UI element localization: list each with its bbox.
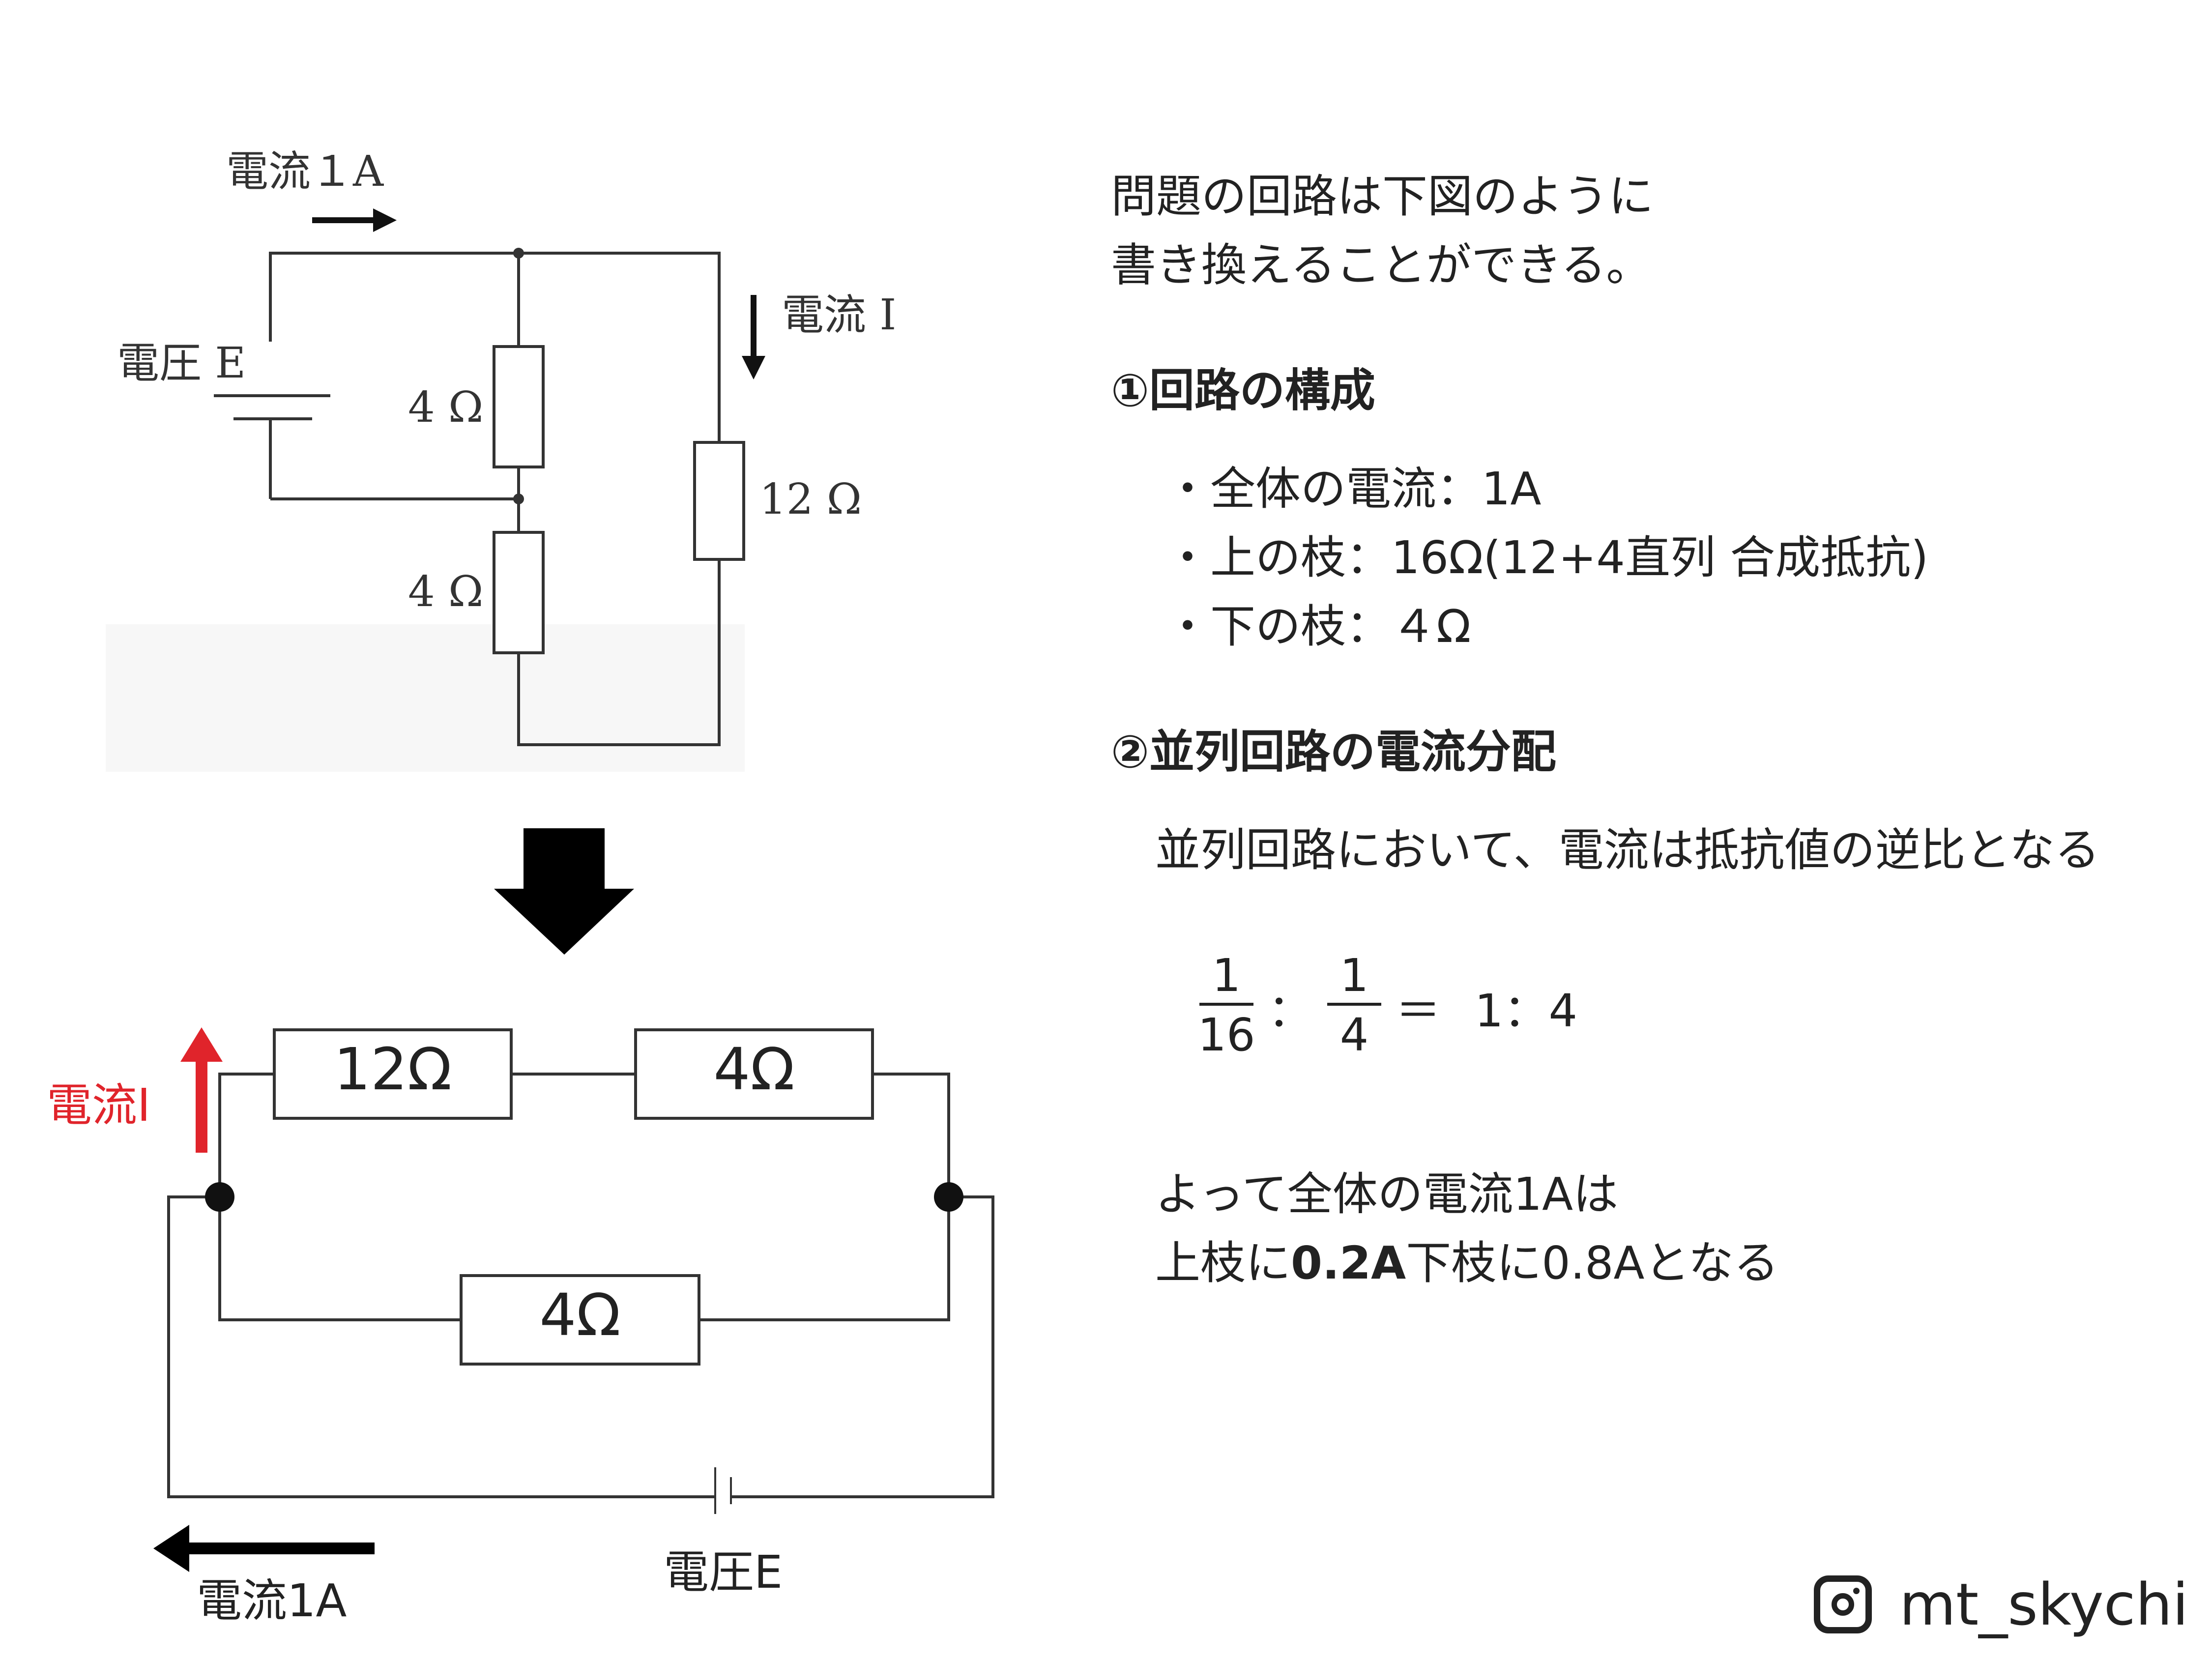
wire-lower-branch (218, 1197, 461, 1321)
original-circuit-background (106, 624, 745, 772)
label-12ohm: 12Ω (334, 1035, 452, 1103)
resistor-12ohm (693, 441, 745, 561)
bullet-list: ・全体の電流：1A ・上の枝：16Ω(12+4直列 合成抵抗) ・下の枝：４Ω (1165, 455, 2192, 661)
wire-outer-left (167, 1195, 715, 1498)
label-current-i: 電流 I (782, 291, 896, 340)
handle-text: mt_skychi (1899, 1571, 2189, 1638)
transform-down-arrow-icon (494, 828, 634, 955)
bullet-lower-branch: ・下の枝：４Ω (1165, 600, 1471, 653)
fraction-1-16: 1 16 (1197, 949, 1255, 1065)
label-current-1a-out: 電流1A (197, 1574, 347, 1627)
fraction2-numerator: 1 (1339, 949, 1369, 1002)
fraction2-bar (1327, 1003, 1381, 1006)
wire-upper-branch-left (218, 1073, 274, 1197)
explanation-panel: 問題の回路は下図のように 書き換えることができる。 ①回路の構成 ・全体の電流：… (1111, 162, 2192, 1298)
section1-title: ①回路の構成 (1111, 364, 1375, 417)
current-out-arrow-head-icon (153, 1525, 189, 1572)
junction-node-left (205, 1182, 234, 1212)
conclusion-line-2: 上枝に0.2A下枝に0.8Aとなる (1155, 1229, 2192, 1298)
fraction1-bar (1199, 1003, 1253, 1006)
instagram-icon (1814, 1575, 1872, 1633)
label-current-1a: 電流１A (226, 147, 384, 196)
ratio-equals: ＝ (1395, 984, 1441, 1037)
label-r-bottom: 4 Ω (408, 567, 483, 616)
fraction-1-4: 1 4 (1327, 949, 1381, 1065)
label-voltage-e-redrawn: 電圧E (664, 1546, 783, 1599)
ratio-colon: ： (1267, 984, 1313, 1037)
instagram-handle[interactable]: mt_skychi (1814, 1571, 2188, 1638)
wire-bottom (517, 559, 721, 746)
intro-line-2: 書き換えることができる。 (1111, 239, 1652, 291)
fraction1-numerator: 1 (1212, 949, 1241, 1002)
label-4ohm-lower: 4Ω (539, 1281, 620, 1349)
redrawn-circuit (167, 1028, 994, 1514)
resistor-4ohm-lower (493, 531, 545, 654)
wire-upper-branch-right (873, 1073, 950, 1197)
original-circuit (106, 252, 745, 772)
conclusion-lower: 下枝に0.8Aとなる (1406, 1237, 1779, 1289)
junction-node-top (513, 248, 524, 259)
red-arrow-head-icon (180, 1027, 223, 1062)
resistor-4ohm-upper (493, 345, 545, 468)
ratio-equation: 1 16 ： 1 4 ＝ 1：4 (1197, 949, 1578, 1065)
junction-node-right (934, 1182, 963, 1212)
fraction2-denominator: 4 (1339, 1009, 1369, 1061)
conclusion-upper-value: 0.2A (1291, 1237, 1406, 1289)
rule-text: 並列回路において、電流は抵抗値の逆比となる (1155, 824, 2100, 876)
section2-title: ②並列回路の電流分配 (1111, 726, 1556, 778)
bullet-total-current: ・全体の電流：1A (1165, 463, 1542, 515)
junction-node-middle (513, 494, 524, 504)
wire-lower-branch-right (699, 1197, 950, 1321)
intro-line-1: 問題の回路は下図のように (1111, 170, 1654, 223)
label-4ohm-series: 4Ω (713, 1035, 794, 1103)
resistor-4ohm-series-box (634, 1028, 874, 1120)
bullet-upper-branch: ・上の枝：16Ω(12+4直列 合成抵抗) (1165, 531, 1929, 584)
ratio-result: 1：4 (1475, 984, 1578, 1037)
label-voltage-e: 電圧 E (117, 339, 246, 388)
label-r-right: 12 Ω (759, 475, 862, 524)
conclusion-upper-prefix: 上枝に (1155, 1237, 1291, 1289)
wire-outer-right (731, 1195, 994, 1498)
conclusion-line-1: よって全体の電流1Aは (1155, 1168, 1619, 1221)
label-r-top: 4 Ω (408, 383, 483, 432)
resistor-4ohm-lower-box (460, 1274, 700, 1366)
wire-top (269, 252, 721, 442)
label-current-i-red: 電流I (47, 1079, 150, 1132)
fraction1-denominator: 16 (1197, 1009, 1255, 1061)
resistor-12ohm-box (273, 1028, 513, 1120)
